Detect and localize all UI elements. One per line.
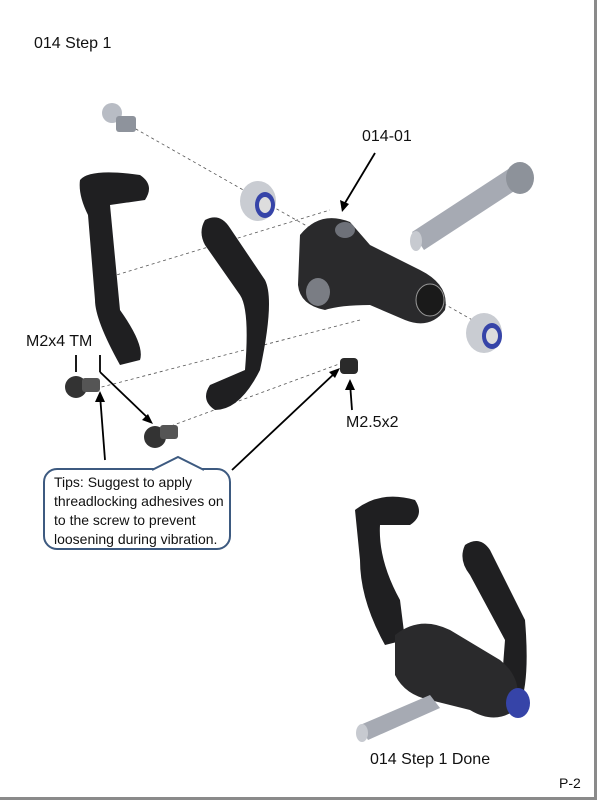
tips-callout: Tips: Suggest to apply threadlocking adh…	[43, 468, 231, 550]
tips-line: to the screw to prevent	[54, 512, 196, 528]
screw-m2x4-2	[144, 425, 178, 448]
callout-pointer	[151, 455, 205, 471]
tips-line: threadlocking adhesives on	[54, 493, 224, 509]
shaft-part	[410, 162, 534, 251]
screw-m2x4-1	[65, 376, 100, 398]
label-m2x4-tm: M2x4 TM	[26, 333, 93, 350]
set-screw-part	[340, 358, 358, 374]
done-caption: 014 Step 1 Done	[370, 751, 491, 768]
hub-part-014-01	[298, 218, 446, 324]
step-title: 014 Step 1	[34, 35, 112, 52]
bearing-top	[240, 181, 276, 221]
tips-line: Tips: Suggest to apply	[54, 474, 193, 490]
bracket-middle	[201, 217, 269, 410]
page-number: P-2	[559, 775, 581, 791]
ball-link-part	[102, 103, 136, 132]
label-014-01: 014-01	[362, 128, 412, 145]
tips-line: loosening during vibration.	[54, 531, 218, 547]
completed-assembly	[355, 496, 530, 742]
bearing-right	[466, 313, 502, 353]
bracket-left	[79, 172, 149, 365]
label-m2-5x2: M2.5x2	[346, 414, 399, 431]
